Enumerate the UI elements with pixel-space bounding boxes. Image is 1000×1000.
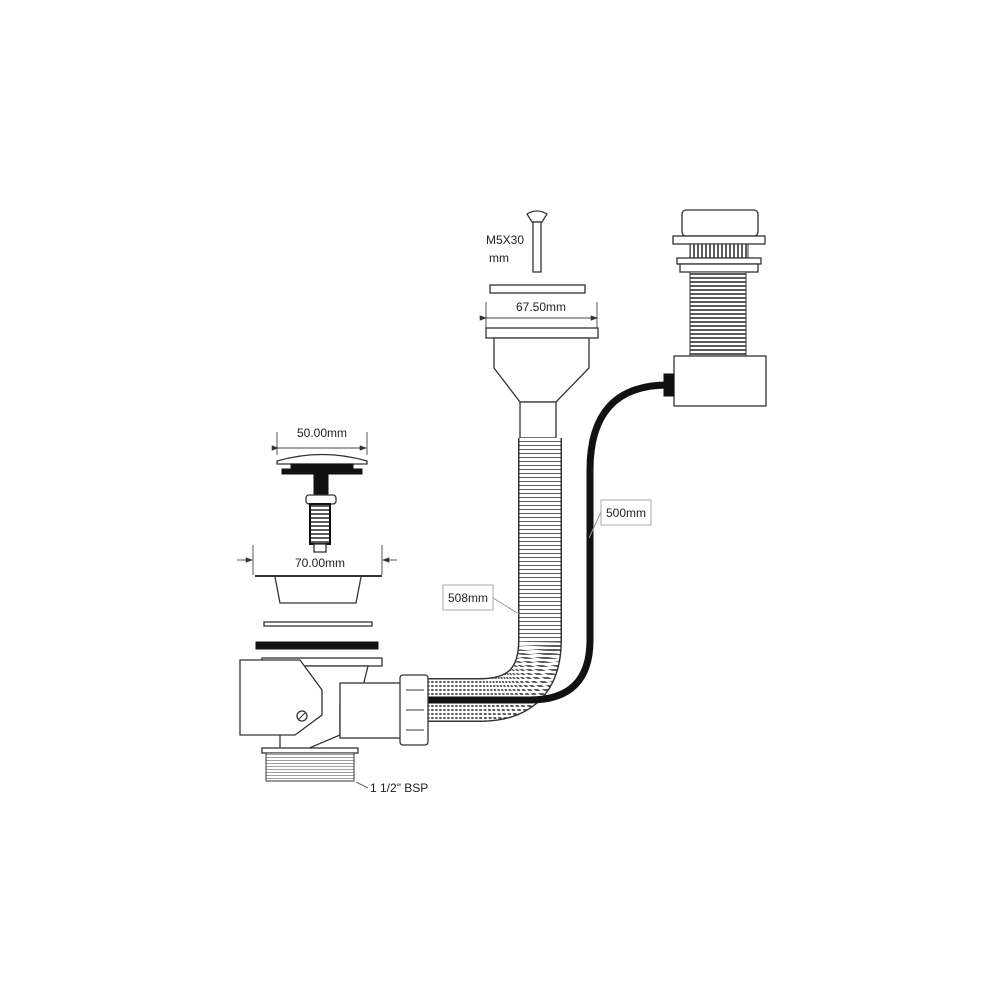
overflow-funnel (493, 337, 590, 403)
cable-length-box (600, 499, 652, 526)
strainer-basket (255, 575, 382, 604)
overflow-flange (485, 327, 599, 339)
cable-length-label: 500mm (606, 506, 646, 520)
thin-washer (263, 621, 373, 627)
hose-length-leader (492, 597, 520, 615)
control-cable (322, 381, 669, 704)
flange-diameter-label: 67.50mm (516, 300, 566, 314)
overflow-neck (519, 401, 557, 439)
screw (526, 210, 548, 273)
strainer-diameter-label: 70.00mm (295, 556, 345, 570)
thread-leader-line (355, 781, 369, 789)
hose-length-box (442, 584, 494, 611)
pop-up-control-knob (663, 209, 767, 407)
screw-size-label: M5X30 (486, 233, 524, 247)
screw-size-unit: mm (489, 251, 509, 265)
rubber-washer (255, 641, 379, 650)
click-clack-plug (276, 453, 368, 553)
thread-size-label: 1 1/2" BSP (370, 781, 428, 795)
cable-length-leader (588, 511, 602, 539)
flange-gasket (489, 284, 586, 294)
plug-diameter-label: 50.00mm (297, 426, 347, 440)
hose-length-label: 508mm (448, 591, 488, 605)
waste-body (239, 657, 429, 782)
